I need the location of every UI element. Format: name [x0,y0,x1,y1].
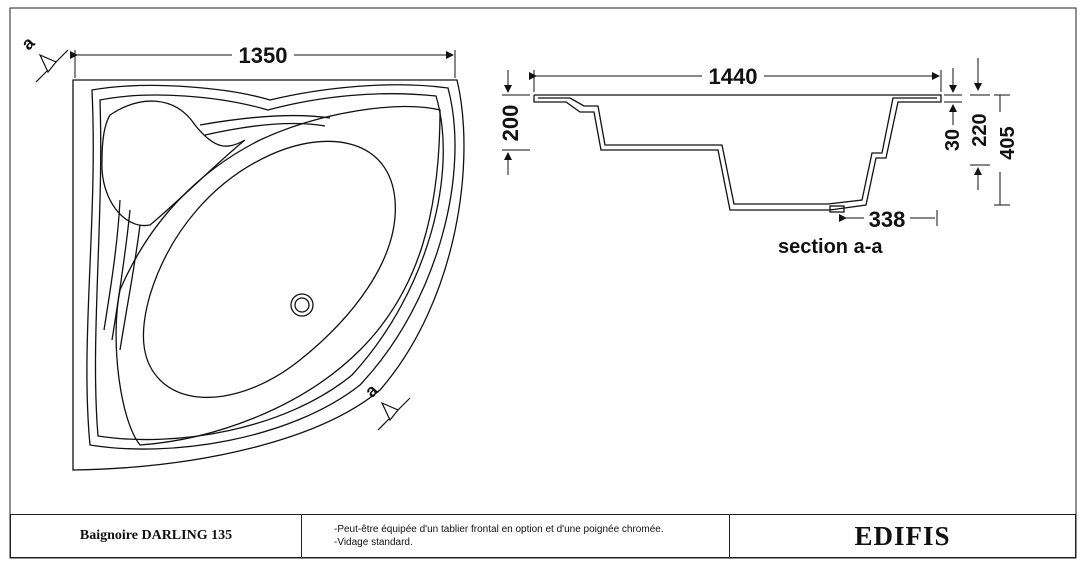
product-notes: -Peut-être équipée d'un tablier frontal … [302,515,730,557]
section-marker-top [35,49,69,83]
note-1: -Peut-être équipée d'un tablier frontal … [334,524,664,535]
plan-bowl-outer [115,105,441,446]
plan-view [72,79,465,471]
product-name: Baignoire DARLING 135 [11,515,302,557]
rim-height-label: 200 [498,105,523,142]
inner-depth-label: 220 [969,113,991,146]
rim-dimension [944,68,962,125]
rim-height-dimension [502,70,530,175]
plan-rim-line-2 [94,93,444,441]
plan-seat [101,100,246,227]
plan-drain [290,293,314,317]
rim-label: 30 [942,129,964,151]
section-marker-bottom [377,397,411,431]
technical-drawing: 1350 a a 1440 200 30 [17,32,1019,471]
title-block: Baignoire DARLING 135 -Peut-être équipée… [10,514,1076,558]
note-2: -Vidage standard. [334,537,413,548]
plan-rim-line [86,84,456,450]
section-length-label: 1440 [709,64,758,89]
section-marker-top-label: a [17,32,39,54]
section-profile-inner [538,97,937,205]
total-height-label: 405 [997,126,1019,159]
plan-outer-shell [72,79,465,471]
section-profile-outer [533,94,942,211]
brand-logo: EDIFIS [854,520,951,551]
plan-bowl-inner [142,140,396,399]
section-caption: section a-a [778,236,883,258]
inner-depth-dimension [970,58,990,190]
drain-offset-label: 338 [869,207,906,232]
plan-width-label: 1350 [239,43,288,68]
section-view [533,94,942,213]
